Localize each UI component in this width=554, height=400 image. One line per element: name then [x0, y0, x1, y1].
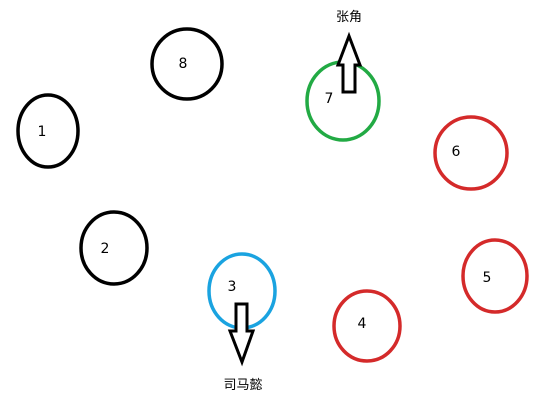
seat-1-circle [16, 93, 80, 169]
seat-1: 1 [16, 93, 80, 169]
seat-3-label: 3 [228, 279, 237, 295]
seat-4-label: 4 [358, 316, 367, 332]
top-name-label: 张角 [336, 10, 362, 25]
seat-8-circle [150, 27, 224, 101]
seat-2-circle [79, 210, 149, 286]
seat-4-circle [332, 289, 402, 363]
seat-6-circle [433, 115, 509, 191]
seat-5: 5 [461, 238, 529, 314]
seat-8: 8 [150, 27, 224, 101]
seat-8-label: 8 [179, 56, 188, 72]
seat-1-label: 1 [38, 124, 47, 140]
arrow-up-icon [335, 31, 363, 94]
arrow-down-icon [227, 302, 256, 367]
seat-6-label: 6 [452, 144, 461, 160]
seat-6: 6 [433, 115, 509, 191]
seat-2-label: 2 [101, 241, 110, 257]
seat-7-label: 7 [325, 91, 334, 107]
seat-4: 4 [332, 289, 402, 363]
bottom-name-label: 司马懿 [223, 378, 262, 393]
seat-5-circle [461, 238, 529, 314]
seat-2: 2 [79, 210, 149, 286]
seat-5-label: 5 [483, 270, 492, 286]
